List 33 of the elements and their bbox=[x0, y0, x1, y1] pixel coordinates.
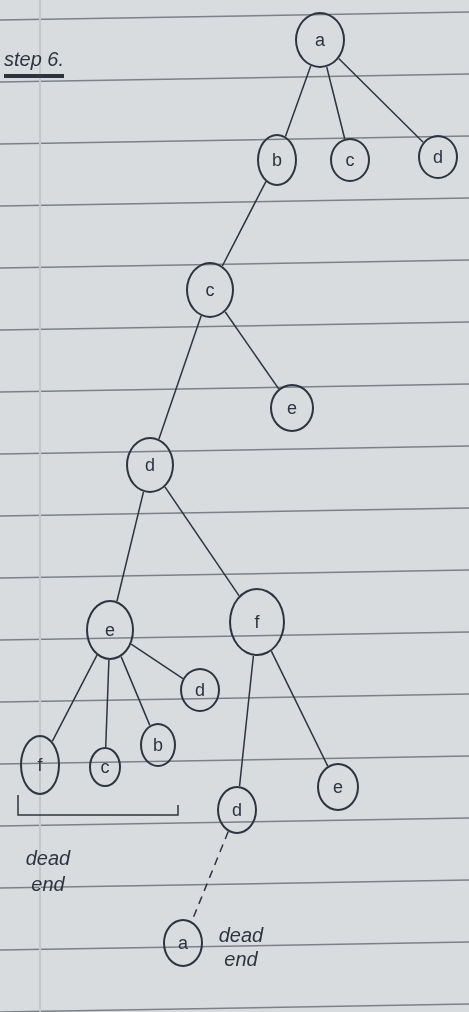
node-circle: f bbox=[229, 588, 285, 656]
node-circle: f bbox=[20, 735, 60, 795]
node-circle: e bbox=[86, 600, 134, 660]
tree-edge bbox=[158, 315, 202, 440]
tree-edge bbox=[224, 311, 280, 390]
note: dead end bbox=[24, 846, 72, 897]
tree-edge bbox=[326, 66, 346, 140]
node-circle: d bbox=[418, 135, 458, 179]
node-circle: b bbox=[257, 134, 297, 186]
tree-edge bbox=[238, 654, 255, 787]
tree-edge bbox=[116, 491, 145, 603]
node-note: dead end bbox=[217, 923, 265, 971]
node-circle: c bbox=[89, 747, 121, 787]
tree-edge bbox=[337, 57, 424, 143]
node-circle: e bbox=[270, 384, 314, 432]
tree-edge bbox=[120, 655, 151, 727]
node-circle: b bbox=[140, 723, 176, 767]
node-circle: c bbox=[330, 138, 370, 182]
tree-edge bbox=[221, 180, 267, 267]
node-circle: a bbox=[295, 12, 345, 68]
tree-edge bbox=[51, 654, 98, 743]
node-circle: a bbox=[163, 919, 203, 967]
node-circle: c bbox=[186, 262, 234, 318]
node-circle: e bbox=[317, 763, 359, 811]
tree-edge bbox=[130, 643, 184, 680]
node-circle: d bbox=[126, 437, 174, 493]
tree-edge bbox=[105, 659, 110, 748]
tree-edge bbox=[270, 650, 329, 767]
tree-edge bbox=[284, 65, 312, 138]
node-circle: d bbox=[217, 786, 257, 834]
node-circle: d bbox=[180, 668, 220, 712]
tree-edge bbox=[164, 486, 240, 597]
title: step 6. bbox=[4, 44, 65, 78]
